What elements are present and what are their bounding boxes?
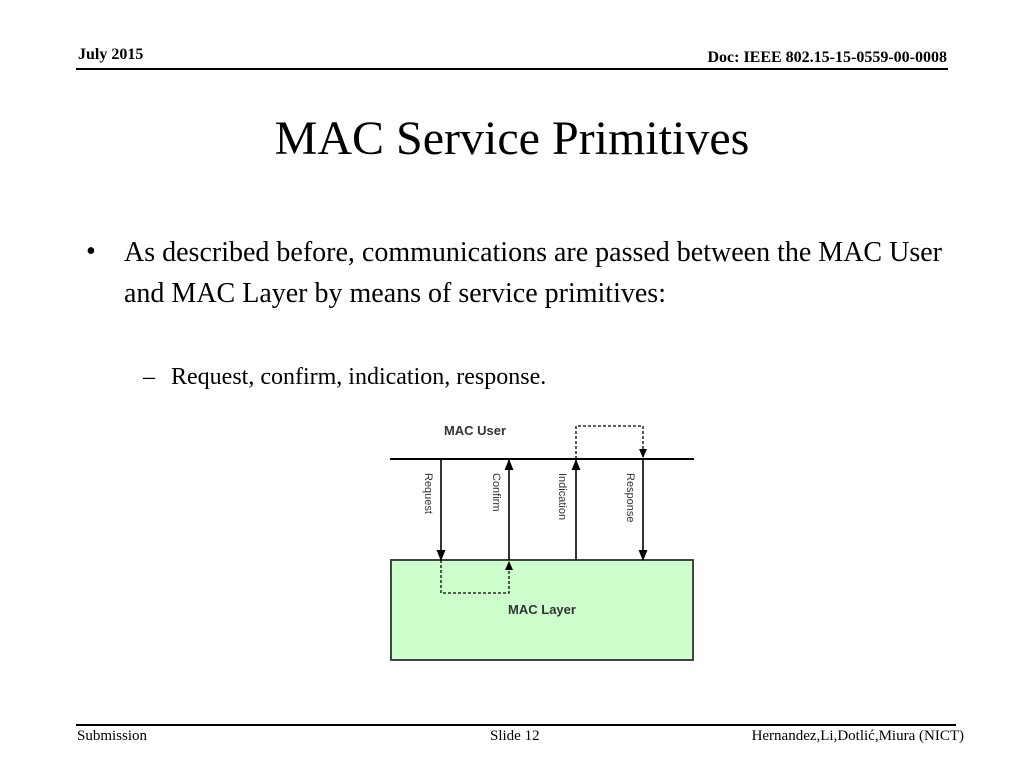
mac-user-label: MAC User <box>444 423 506 438</box>
user-loop-arrowhead <box>639 449 647 458</box>
confirm-label: Confirm <box>490 473 502 512</box>
header-date: July 2015 <box>78 46 144 63</box>
response-label: Response <box>624 473 636 523</box>
footer-slide-number: Slide 12 <box>490 728 540 744</box>
header-doc-id: Doc: IEEE 802.15-15-0559-00-0008 <box>707 49 947 66</box>
footer-authors: Hernandez,Li,Dotlić,Miura (NICT) <box>751 728 964 744</box>
header-rule <box>76 68 948 70</box>
footer-submission: Submission <box>77 728 148 744</box>
mac-layer-label: MAC Layer <box>508 602 576 617</box>
layer-loop-connector <box>440 560 510 594</box>
user-loop-connector <box>575 425 644 459</box>
indication-label: Indication <box>556 473 568 520</box>
sub-bullet-text: Request, confirm, indication, response. <box>171 364 547 390</box>
bullet-text: As described before, communications are … <box>124 237 942 309</box>
footer-rule <box>76 724 956 726</box>
request-label: Request <box>422 473 434 514</box>
sub-bullet-marker: – <box>143 364 155 390</box>
layer-loop-arrowhead <box>505 561 513 570</box>
bullet-marker: • <box>86 236 96 267</box>
slide-title: MAC Service Primitives <box>274 112 750 165</box>
